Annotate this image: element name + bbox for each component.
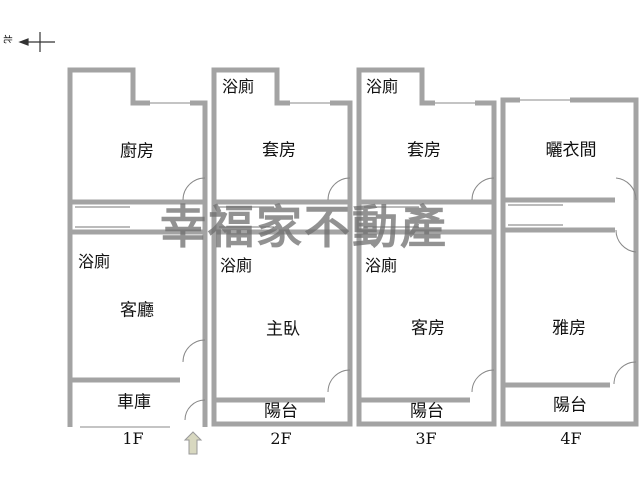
room-label: 雅房 (552, 318, 586, 339)
room-label: 主臥 (266, 319, 300, 340)
wall-2f (211, 67, 353, 427)
room-label: 浴廁 (77, 252, 111, 271)
room-label: 套房 (262, 140, 296, 161)
floor-label: 1F (122, 429, 144, 448)
room-label: 浴廁 (219, 256, 253, 275)
room-label: 浴廁 (221, 77, 255, 96)
floor-label: 4F (560, 429, 582, 448)
wall-4f (500, 97, 639, 427)
room-label: 曬衣間 (545, 140, 597, 161)
room-label: 浴廁 (365, 77, 399, 96)
room-label: 車庫 (117, 392, 151, 413)
room-label: 陽台 (410, 401, 444, 422)
entry-arrow-icon (183, 431, 203, 455)
room-label: 廚房 (120, 141, 154, 162)
room-label: 客廳 (120, 300, 154, 321)
north-label: 北 (1, 34, 12, 44)
floor-label: 3F (415, 429, 437, 448)
room-label: 套房 (407, 140, 441, 161)
room-label: 客房 (411, 318, 445, 339)
wall-1f (67, 67, 208, 427)
wall-3f (356, 67, 497, 427)
floor-label: 2F (270, 429, 292, 448)
room-label: 陽台 (264, 401, 298, 422)
north-arrow-icon (18, 32, 55, 52)
room-label: 浴廁 (364, 256, 398, 275)
watermark: 幸福家不動產 (160, 200, 448, 254)
room-label: 陽台 (553, 395, 587, 416)
